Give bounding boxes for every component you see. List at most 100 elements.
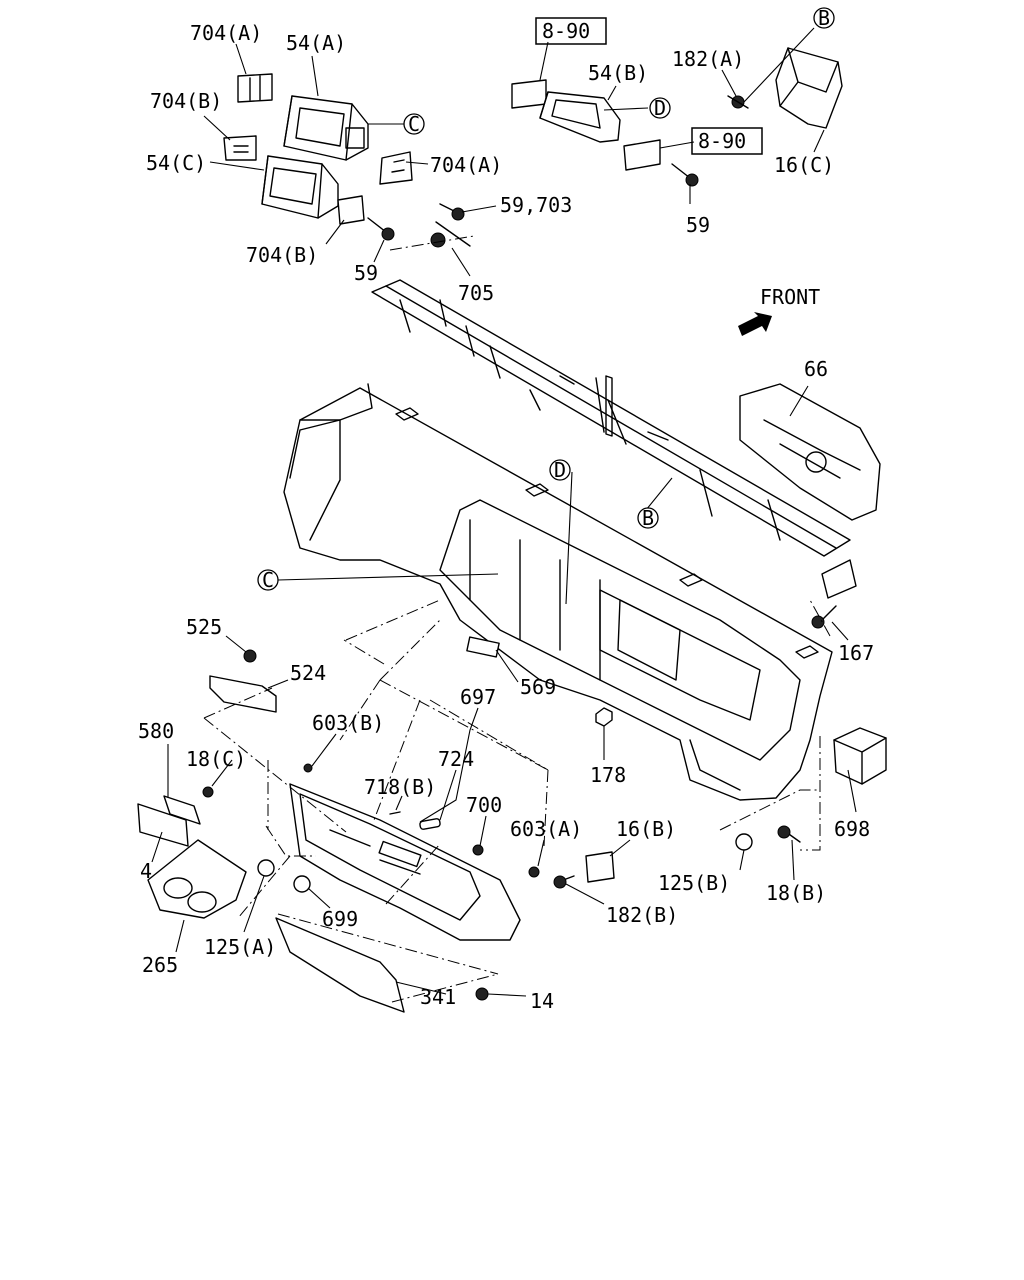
glove-box-lid-341	[275, 917, 405, 1013]
label-18b: 18(B)	[766, 881, 826, 905]
label-54c: 54(C)	[146, 151, 206, 175]
label-16b: 16(B)	[616, 817, 676, 841]
label-8-90-mid: 8-90	[698, 129, 746, 153]
label-16c: 16(C)	[774, 153, 834, 177]
label-59-right: 59	[686, 213, 710, 237]
bracket-698	[833, 727, 887, 785]
label-705: 705	[458, 281, 494, 305]
screw-59-703	[439, 203, 465, 221]
screw-525	[243, 649, 257, 663]
bracket-704b-top	[223, 135, 257, 161]
bolt-167	[811, 605, 837, 629]
bracket-66	[739, 383, 881, 599]
bolt-182b	[553, 875, 575, 889]
glove-box-697	[289, 783, 521, 941]
label-59-703: 59,703	[500, 193, 572, 217]
label-524: 524	[290, 661, 326, 685]
label-697: 697	[460, 685, 496, 709]
ref-box-mid	[691, 127, 763, 155]
label-704a-mid: 704(A)	[430, 153, 502, 177]
pin-718b	[389, 811, 401, 815]
bracket-704a-top	[237, 73, 273, 103]
front-arrow-icon	[738, 312, 772, 336]
label-182b: 182(B)	[606, 903, 678, 927]
label-front: FRONT	[760, 285, 820, 309]
label-265: 265	[142, 953, 178, 977]
label-580: 580	[138, 719, 174, 743]
instrument-panel	[283, 383, 833, 801]
label-700: 700	[466, 793, 502, 817]
label-54b: 54(B)	[588, 61, 648, 85]
svg-text:D: D	[654, 96, 666, 120]
nut-705	[430, 221, 471, 248]
ref-box-top	[535, 17, 607, 45]
label-341: 341	[420, 985, 456, 1009]
label-178: 178	[590, 763, 626, 787]
reference-lines	[203, 235, 831, 1003]
bracket-524	[209, 675, 277, 713]
panel-4	[137, 803, 189, 847]
bolt-182a	[727, 95, 749, 109]
cover-16c	[775, 47, 843, 129]
bracket-8-90-top	[511, 79, 547, 109]
callout-b-top: B	[813, 6, 835, 30]
label-8-90-top: 8-90	[542, 19, 590, 43]
label-704a-top: 704(A)	[190, 21, 262, 45]
label-59-left: 59	[354, 261, 378, 285]
label-704b-mid: 704(B)	[246, 243, 318, 267]
screw-603b	[303, 763, 313, 773]
clip-125a	[257, 859, 275, 877]
label-66: 66	[804, 357, 828, 381]
cross-member-beam	[371, 279, 851, 557]
callout-b-beam: B	[637, 506, 659, 530]
bracket-704a-mid	[379, 151, 413, 185]
label-718b: 718(B)	[364, 775, 436, 799]
label-167: 167	[838, 641, 874, 665]
svg-text:C: C	[262, 568, 274, 592]
pocket-54a	[283, 95, 369, 161]
label-569: 569	[520, 675, 556, 699]
callout-c-panel: C	[257, 568, 279, 592]
callout-d-top: D	[649, 96, 671, 120]
svg-text:C: C	[408, 112, 420, 136]
cup-holder-265	[147, 839, 247, 919]
leader-lines	[151, 27, 857, 997]
nut-178	[595, 707, 613, 727]
panel-580	[163, 795, 201, 825]
callout-d-panel: D	[549, 458, 571, 482]
callout-c-top: C	[403, 112, 425, 136]
label-603b: 603(B)	[312, 711, 384, 735]
label-704b-top: 704(B)	[150, 89, 222, 113]
screw-18c	[202, 786, 214, 798]
svg-text:B: B	[642, 506, 654, 530]
label-125b: 125(B)	[658, 871, 730, 895]
clip-125b	[735, 833, 753, 851]
screw-700	[472, 844, 484, 856]
label-724: 724	[438, 747, 474, 771]
screw-59-right	[671, 163, 699, 187]
label-525: 525	[186, 615, 222, 639]
svg-text:B: B	[818, 6, 830, 30]
bracket-8-90-mid	[623, 139, 661, 171]
bracket-704b-mid	[337, 195, 365, 225]
pocket-54b	[539, 91, 621, 143]
label-125a: 125(A)	[204, 935, 276, 959]
bolt-18b	[777, 825, 801, 843]
latch-724	[419, 818, 441, 830]
svg-text:D: D	[554, 458, 566, 482]
bracket-16b	[585, 851, 615, 883]
label-603a: 603(A)	[510, 817, 582, 841]
clip-699	[293, 875, 311, 893]
label-14: 14	[530, 989, 554, 1013]
label-18c: 18(C)	[186, 747, 246, 771]
screw-603a	[528, 866, 540, 878]
bolt-14	[475, 987, 489, 1001]
screw-59-left	[367, 217, 395, 241]
label-4: 4	[140, 859, 152, 883]
label-698: 698	[834, 817, 870, 841]
label-699: 699	[322, 907, 358, 931]
label-182a: 182(A)	[672, 47, 744, 71]
pocket-54c	[261, 155, 339, 219]
label-54a: 54(A)	[286, 31, 346, 55]
